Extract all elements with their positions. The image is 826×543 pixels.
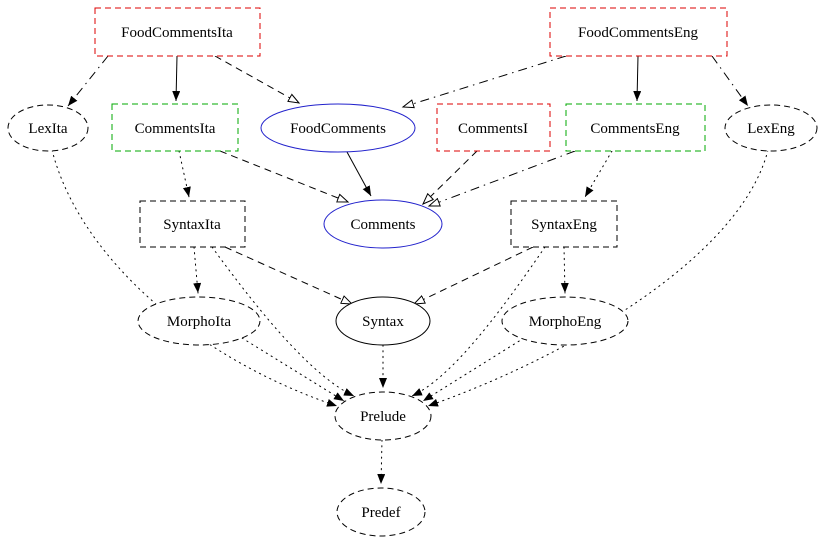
edge-foodcommentsita-to-foodcomments bbox=[214, 55, 301, 104]
edge-foodcommentsita-to-commentsita bbox=[172, 55, 181, 102]
node-label-lexita: LexIta bbox=[28, 121, 67, 137]
edge-commentsi-to-comments bbox=[421, 150, 478, 205]
node-predef: Predef bbox=[336, 487, 426, 537]
node-label-syntaxita: SyntaxIta bbox=[163, 217, 221, 233]
edge-commentsita-to-comments bbox=[219, 150, 350, 203]
node-shape-syntax bbox=[335, 296, 431, 346]
edge-foodcommentsita-to-lexita bbox=[67, 55, 109, 107]
edge-commentseng-to-comments bbox=[427, 150, 576, 207]
node-shape-predef bbox=[336, 487, 426, 537]
node-shape-prelude bbox=[334, 391, 432, 441]
node-shape-foodcomments bbox=[260, 103, 416, 153]
node-foodcomments: FoodComments bbox=[260, 103, 416, 153]
node-commentsi: CommentsI bbox=[436, 103, 551, 152]
node-shape-morphoeng bbox=[501, 296, 629, 346]
node-label-commentsi: CommentsI bbox=[458, 121, 528, 137]
node-shape-lexeng bbox=[724, 104, 818, 152]
node-prelude: Prelude bbox=[334, 391, 432, 441]
node-comments: Comments bbox=[323, 199, 443, 249]
edge-foodcommentseng-to-foodcomments bbox=[401, 55, 567, 109]
edge-commentsita-to-syntaxita bbox=[178, 150, 191, 198]
node-shape-commentsi bbox=[436, 103, 551, 152]
node-shape-morphoita bbox=[137, 296, 261, 346]
node-shape-commentseng bbox=[565, 103, 706, 152]
edge-morphoita-to-prelude bbox=[241, 337, 345, 402]
node-label-morphoita: MorphoIta bbox=[167, 314, 231, 330]
node-syntaxeng: SyntaxEng bbox=[510, 200, 618, 248]
node-foodcommentseng: FoodCommentsEng bbox=[549, 7, 728, 57]
edge-morphoeng-to-prelude bbox=[422, 337, 525, 402]
node-commentseng: CommentsEng bbox=[565, 103, 706, 152]
edge-lexita-to-prelude bbox=[51, 149, 338, 407]
edge-lexeng-to-prelude bbox=[427, 149, 769, 407]
edge-syntaxeng-to-morphoeng bbox=[560, 246, 569, 294]
node-morphoeng: MorphoEng bbox=[501, 296, 629, 346]
edges bbox=[51, 55, 769, 485]
edge-foodcommentseng-to-commentseng bbox=[633, 55, 642, 102]
edge-syntaxeng-to-syntax bbox=[412, 246, 534, 305]
node-lexita: LexIta bbox=[7, 104, 89, 152]
nodes: FoodCommentsIta FoodCommentsEng LexIta C… bbox=[7, 7, 818, 537]
node-label-commentseng: CommentsEng bbox=[590, 121, 680, 137]
node-lexeng: LexEng bbox=[724, 104, 818, 152]
node-label-commentsita: CommentsIta bbox=[135, 121, 216, 137]
edge-foodcomments-to-comments bbox=[346, 151, 372, 197]
node-label-prelude: Prelude bbox=[360, 409, 406, 425]
edge-syntaxita-to-syntax bbox=[224, 246, 354, 305]
node-shape-foodcommentseng bbox=[549, 7, 728, 57]
node-label-predef: Predef bbox=[361, 505, 400, 521]
node-label-syntaxeng: SyntaxEng bbox=[531, 217, 597, 233]
node-foodcommentsita: FoodCommentsIta bbox=[94, 7, 261, 57]
node-shape-foodcommentsita bbox=[94, 7, 261, 57]
node-label-comments: Comments bbox=[350, 217, 415, 233]
edge-foodcommentseng-to-lexeng bbox=[711, 55, 749, 107]
node-label-syntax: Syntax bbox=[362, 314, 404, 330]
node-commentsita: CommentsIta bbox=[111, 103, 239, 152]
node-shape-lexita bbox=[7, 104, 89, 152]
node-label-foodcomments: FoodComments bbox=[290, 121, 386, 137]
node-shape-commentsita bbox=[111, 103, 239, 152]
node-syntax: Syntax bbox=[335, 296, 431, 346]
node-label-foodcommentsita: FoodCommentsIta bbox=[121, 25, 233, 41]
node-label-lexeng: LexEng bbox=[747, 121, 795, 137]
node-label-foodcommentseng: FoodCommentsEng bbox=[578, 25, 699, 41]
edge-syntaxita-to-morphoita bbox=[193, 246, 202, 294]
node-syntaxita: SyntaxIta bbox=[139, 200, 246, 248]
node-shape-syntaxeng bbox=[510, 200, 618, 248]
node-morphoita: MorphoIta bbox=[137, 296, 261, 346]
node-shape-syntaxita bbox=[139, 200, 246, 248]
node-label-morphoeng: MorphoEng bbox=[529, 314, 602, 330]
edge-commentseng-to-syntaxeng bbox=[584, 150, 613, 198]
node-shape-comments bbox=[323, 199, 443, 249]
edge-prelude-to-predef bbox=[377, 439, 386, 485]
